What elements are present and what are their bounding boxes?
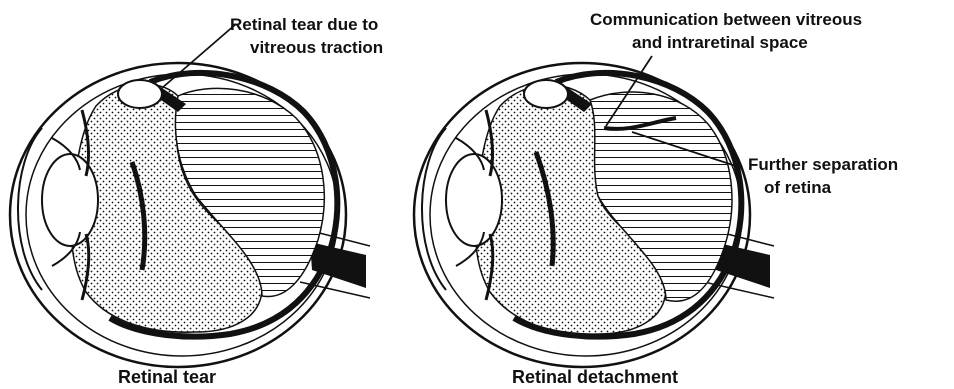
left-panel-caption: Retinal tear (118, 367, 216, 387)
right-eye-illustration (414, 63, 774, 367)
communication-label: Communication between vitreous and intra… (590, 10, 867, 52)
right-lens (446, 154, 502, 246)
left-eye-illustration (10, 63, 370, 367)
left-lens (42, 154, 98, 246)
left-tear-label: Retinal tear due to vitreous traction (230, 15, 383, 57)
right-panel-caption: Retinal detachment (512, 367, 678, 387)
further-separation-label: Further separation of retina (748, 155, 903, 197)
